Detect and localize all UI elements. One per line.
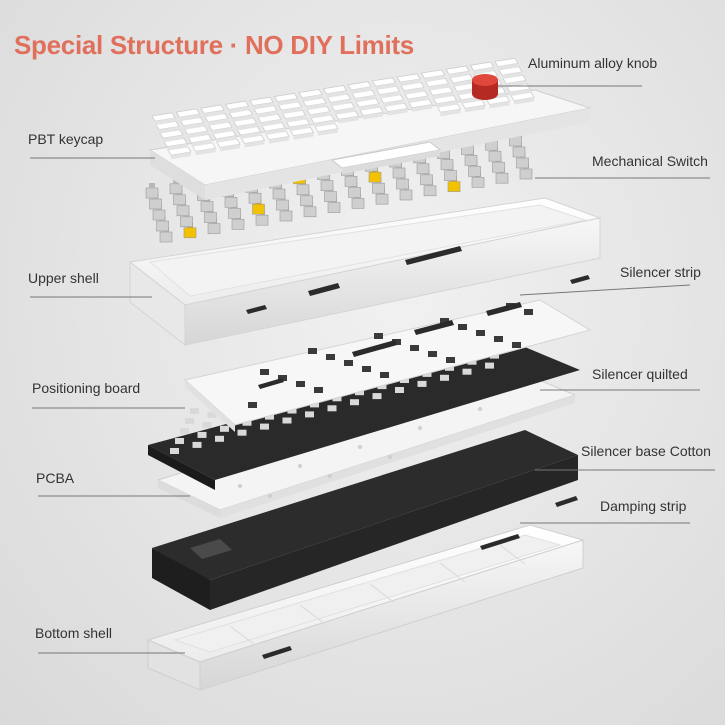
label-pcba: PCBA xyxy=(36,470,74,486)
plate-switch-hole xyxy=(458,324,467,330)
plate-switch-hole xyxy=(410,345,419,351)
quilt-hole xyxy=(260,424,269,430)
quilt-hole xyxy=(180,428,189,434)
label-silencer-quilted: Silencer quilted xyxy=(592,366,688,382)
label-damping-strip: Damping strip xyxy=(600,498,686,514)
quilt-hole xyxy=(373,393,382,399)
plate-switch-hole xyxy=(314,387,323,393)
plate-switch-hole xyxy=(512,342,521,348)
quilt-hole xyxy=(350,399,359,405)
page-title: Special Structure · NO DIY Limits xyxy=(14,30,414,61)
quilt-hole xyxy=(190,408,199,414)
quilt-hole xyxy=(305,411,314,417)
quilt-hole xyxy=(175,438,184,444)
label-bottom-shell: Bottom shell xyxy=(35,625,112,641)
quilt-hole xyxy=(185,418,194,424)
label-silencer-strip: Silencer strip xyxy=(620,264,701,280)
quilt-hole xyxy=(283,418,292,424)
plate-switch-hole xyxy=(362,366,371,372)
quilt-hole xyxy=(395,387,404,393)
plate-switch-hole xyxy=(446,357,455,363)
label-pbt-keycap: PBT keycap xyxy=(28,131,103,147)
quilt-hole xyxy=(198,432,207,438)
plate-switch-hole xyxy=(380,372,389,378)
plate-switch-hole xyxy=(524,309,533,315)
plate-switch-hole xyxy=(494,336,503,342)
label-upper-shell: Upper shell xyxy=(28,270,99,286)
aluminum-alloy-knob xyxy=(472,74,498,100)
mechanical-switch xyxy=(146,183,158,198)
quilt-hole xyxy=(328,405,337,411)
quilt-hole xyxy=(485,363,494,369)
plate-switch-hole xyxy=(374,333,383,339)
label-positioning-board: Positioning board xyxy=(32,380,140,396)
label-mechanical-switch: Mechanical Switch xyxy=(592,153,708,169)
label-aluminum-alloy-knob: Aluminum alloy knob xyxy=(528,55,657,71)
plate-switch-hole xyxy=(428,351,437,357)
plate-switch-hole xyxy=(326,354,335,360)
plate-switch-hole xyxy=(296,381,305,387)
quilt-hole xyxy=(215,436,224,442)
quilt-hole xyxy=(238,430,247,436)
plate-switch-hole xyxy=(248,402,257,408)
plate-switch-hole xyxy=(308,348,317,354)
plate-switch-hole xyxy=(344,360,353,366)
quilt-hole xyxy=(193,442,202,448)
plate-switch-hole xyxy=(476,330,485,336)
quilt-hole xyxy=(170,448,179,454)
label-silencer-base-cotton: Silencer base Cotton xyxy=(581,443,711,459)
plate-switch-hole xyxy=(260,369,269,375)
quilt-hole xyxy=(220,426,229,432)
quilt-hole xyxy=(418,381,427,387)
quilt-hole xyxy=(440,375,449,381)
quilt-hole xyxy=(203,422,212,428)
quilt-hole xyxy=(463,369,472,375)
